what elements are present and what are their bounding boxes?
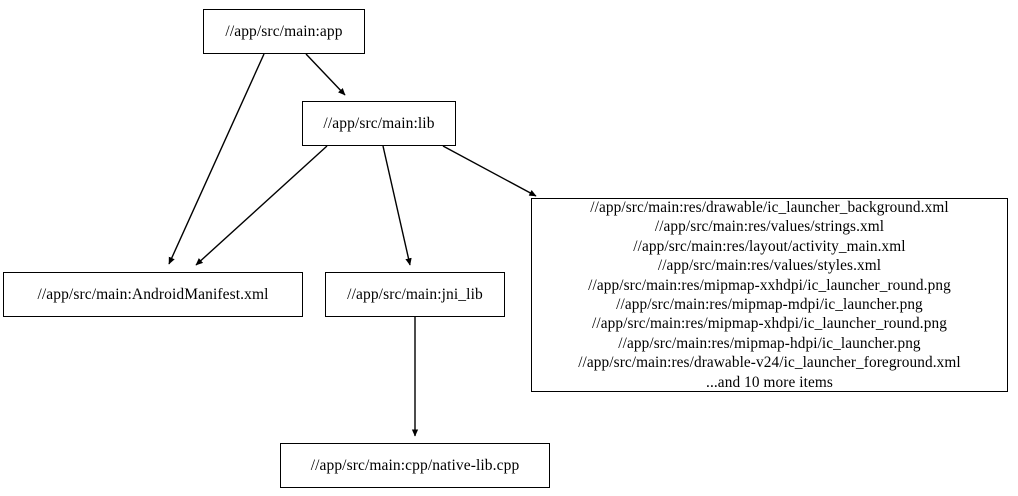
node-res-group-label: //app/src/main:res/drawable/ic_launcher_… — [578, 198, 961, 391]
edge-lib-to-jni — [382, 145, 412, 266]
node-app[interactable]: //app/src/main:app — [203, 9, 365, 54]
node-lib-label: //app/src/main:lib — [323, 114, 435, 132]
edge-app-to-manifest — [168, 53, 265, 265]
node-android-manifest-label: //app/src/main:AndroidManifest.xml — [37, 285, 269, 303]
edge-lib-to-manifest — [195, 145, 328, 266]
node-android-manifest[interactable]: //app/src/main:AndroidManifest.xml — [3, 272, 303, 317]
edge-lib-to-res — [442, 145, 537, 197]
node-jni-lib[interactable]: //app/src/main:jni_lib — [325, 272, 505, 317]
node-lib[interactable]: //app/src/main:lib — [302, 101, 456, 146]
node-jni-lib-label: //app/src/main:jni_lib — [347, 285, 483, 303]
edge-app-to-lib — [305, 53, 346, 96]
node-native-lib-cpp-label: //app/src/main:cpp/native-lib.cpp — [310, 456, 520, 474]
node-app-label: //app/src/main:app — [225, 22, 343, 40]
node-res-group[interactable]: //app/src/main:res/drawable/ic_launcher_… — [531, 198, 1008, 392]
node-native-lib-cpp[interactable]: //app/src/main:cpp/native-lib.cpp — [280, 443, 550, 488]
